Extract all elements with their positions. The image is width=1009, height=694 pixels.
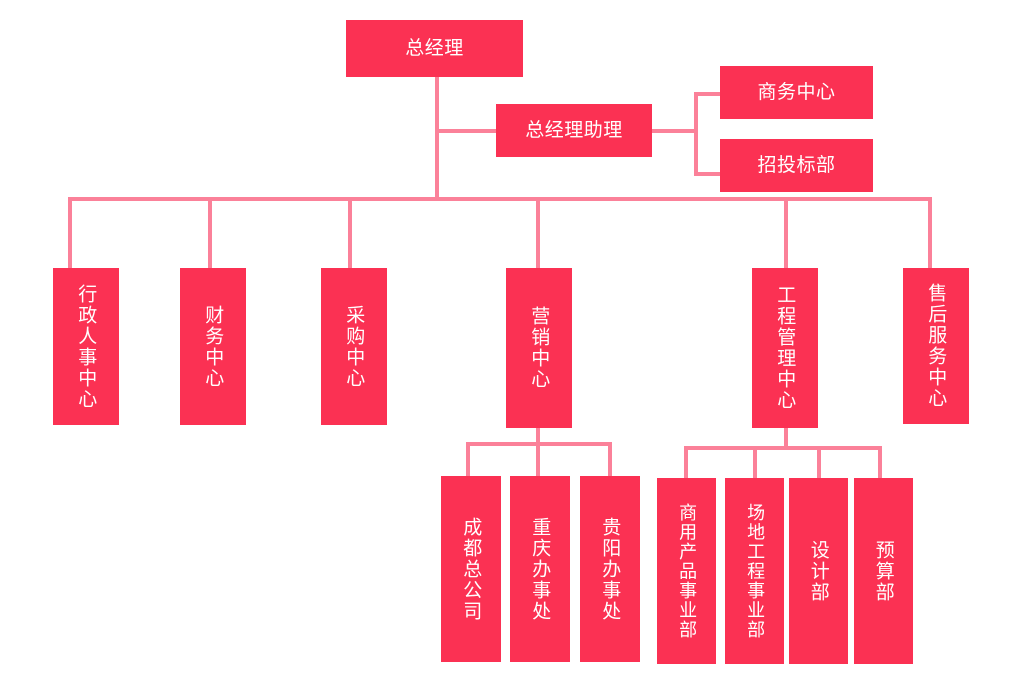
connector-engineering-sub-bus xyxy=(684,446,882,450)
node-chengdu-hq[interactable]: 成都总公司 xyxy=(441,476,501,662)
node-finance-center[interactable]: 财务中心 xyxy=(180,268,246,425)
connector-marketing-stem xyxy=(536,428,540,446)
node-guiyang-office[interactable]: 贵阳办事处 xyxy=(580,476,640,662)
connector-gm-to-assistant xyxy=(435,129,499,133)
connector-engineering-stem xyxy=(784,428,788,450)
connector-gm-spine xyxy=(435,77,439,201)
connector-assistant-to-bidding-dept xyxy=(694,172,722,176)
connector-drop-admin-hr xyxy=(68,197,72,268)
connector-drop-commercial-product xyxy=(684,446,688,479)
node-chongqing-office[interactable]: 重庆办事处 xyxy=(510,476,570,662)
node-site-engineering-div[interactable]: 场地工程事业部 xyxy=(725,478,784,664)
node-design-dept[interactable]: 设计部 xyxy=(789,478,848,664)
connector-main-bus xyxy=(68,197,930,201)
connector-assistant-stem xyxy=(650,129,698,133)
connector-drop-engineering xyxy=(784,197,788,268)
node-engineering-mgmt-center[interactable]: 工程管理中心 xyxy=(752,268,818,428)
node-bidding-dept[interactable]: 招投标部 xyxy=(720,139,873,192)
connector-drop-chongqing xyxy=(536,442,540,477)
node-procurement-center[interactable]: 采购中心 xyxy=(321,268,387,425)
connector-assistant-bracket xyxy=(694,92,698,176)
node-aftersales-center[interactable]: 售后服务中心 xyxy=(903,268,969,424)
node-gm-assistant[interactable]: 总经理助理 xyxy=(496,104,652,157)
connector-drop-marketing xyxy=(536,197,540,268)
node-business-center[interactable]: 商务中心 xyxy=(720,66,873,119)
connector-drop-finance xyxy=(208,197,212,268)
node-admin-hr-center[interactable]: 行政人事中心 xyxy=(53,268,119,425)
connector-assistant-to-business-center xyxy=(694,92,722,96)
connector-drop-procurement xyxy=(348,197,352,268)
connector-drop-design xyxy=(817,446,821,479)
connector-drop-aftersales xyxy=(928,197,932,268)
node-budget-dept[interactable]: 预算部 xyxy=(854,478,913,664)
node-marketing-center[interactable]: 营销中心 xyxy=(506,268,572,428)
node-commercial-product-div[interactable]: 商用产品事业部 xyxy=(657,478,716,664)
connector-drop-guiyang xyxy=(608,442,612,477)
connector-drop-budget xyxy=(878,446,882,479)
connector-drop-chengdu xyxy=(466,442,470,477)
node-general-manager[interactable]: 总经理 xyxy=(346,20,523,77)
connector-drop-site-engineering xyxy=(753,446,757,479)
